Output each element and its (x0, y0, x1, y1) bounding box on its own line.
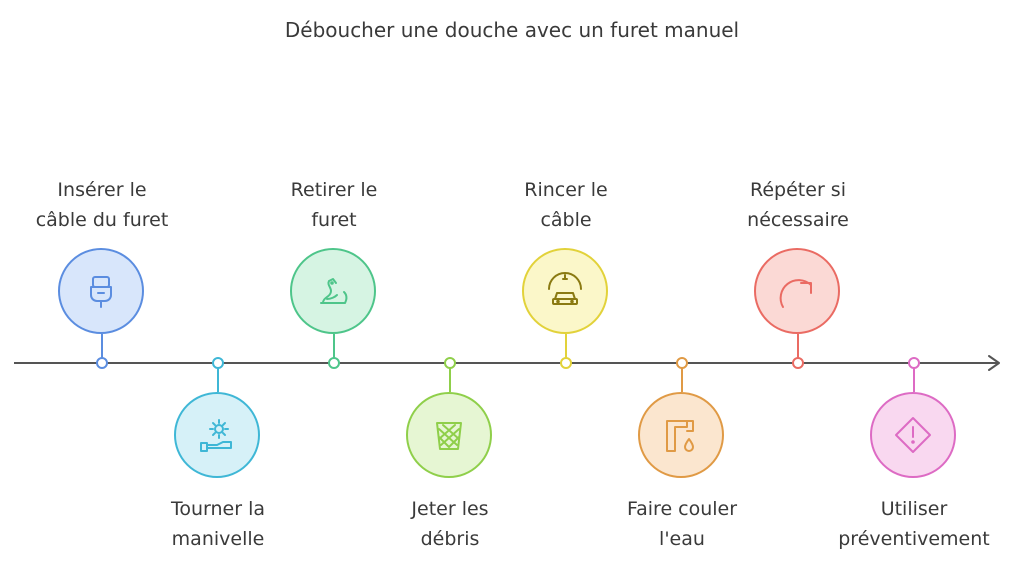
warning-icon (895, 417, 931, 453)
step-label: Répéter si nécessaire (747, 179, 849, 231)
step-label: Jeter les débris (411, 498, 489, 550)
snake-icon (320, 278, 348, 304)
step-label: Tourner la manivelle (170, 498, 266, 550)
diagram-title: Déboucher une douche avec un furet manue… (284, 18, 740, 42)
step-label: Rincer le câble (524, 179, 608, 231)
step-label: Retirer le furet (290, 179, 378, 231)
step-label: Faire couler l'eau (626, 498, 738, 550)
step-circle (290, 248, 376, 334)
car-wash-icon (548, 272, 582, 305)
timeline-marker (328, 357, 340, 369)
redo-arrow-icon (779, 279, 812, 308)
step-connector (797, 334, 799, 358)
timeline-marker (560, 357, 572, 369)
step-circle (58, 248, 144, 334)
gear-hand-icon (200, 419, 232, 452)
timeline-arrowhead (988, 355, 1000, 371)
step-connector (681, 368, 683, 392)
step-connector (333, 334, 335, 358)
step-circle (406, 392, 492, 478)
step-circle (638, 392, 724, 478)
step-connector (565, 334, 567, 358)
timeline-marker (96, 357, 108, 369)
timeline-marker (792, 357, 804, 369)
plug-icon (90, 276, 112, 308)
step-circle (522, 248, 608, 334)
step-connector (449, 368, 451, 392)
step-connector (217, 368, 219, 392)
step-label: Insérer le câble du furet (35, 179, 169, 231)
timeline-axis (14, 362, 998, 364)
step-label: Utiliser préventivement (838, 498, 990, 550)
step-circle (754, 248, 840, 334)
trash-basket-icon (436, 422, 462, 450)
step-circle (870, 392, 956, 478)
step-connector (913, 368, 915, 392)
faucet-icon (666, 420, 694, 452)
step-connector (101, 334, 103, 358)
step-circle (174, 392, 260, 478)
